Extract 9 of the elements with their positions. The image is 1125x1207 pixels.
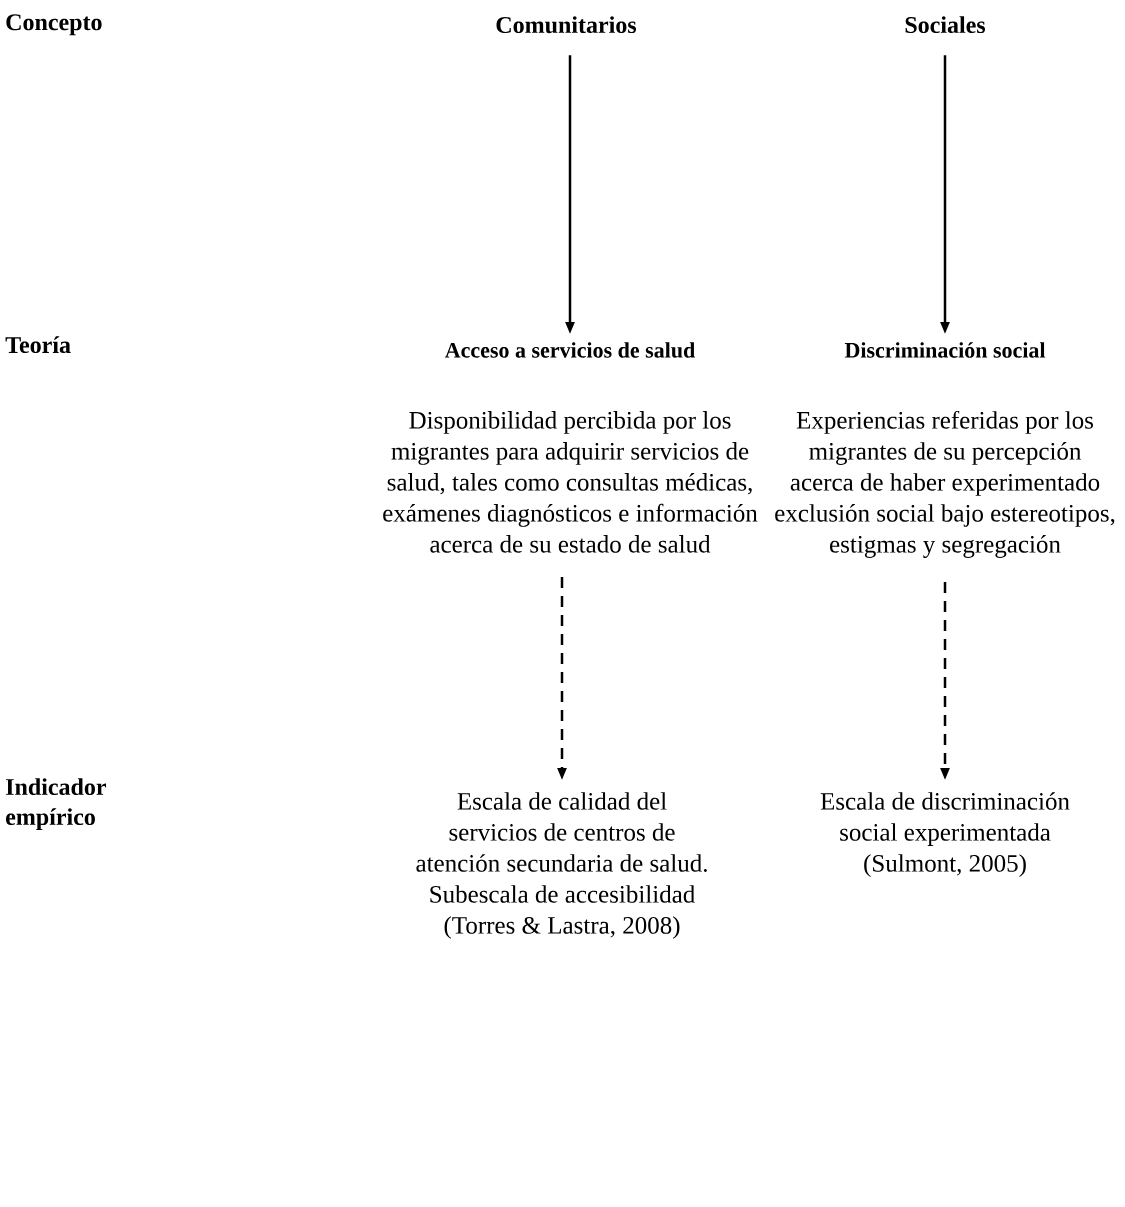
column-heading: Comunitarios [496,16,637,34]
indicator-text: Escala de discriminación social experimentada (Sulmont, 2005) [820,792,1070,877]
concept-text: Acceso a servicios de salud Disponibilidad percibida por los migrantes para adquirir servicios de salud, tales como consultas médicas, exámenes diagnósticos e información acerca de su estado de salud [383,342,758,553]
row-label: Indicador empírico [6,778,107,830]
column-heading: Sociales [905,16,986,34]
concept-text: Discriminación social Experiencias referidas por los migrantes de su percepción acerca de haber experimentado exclusión social bajo estereotipos, estigmas y segregación [775,342,1115,558]
row-label: Teoría [5,336,71,354]
indicator-text: Escala de calidad del servicios de centros de atención secundaria de salud. Subescala de accesibilidad (Torres & Lastra, 2008) [416,792,707,939]
row-label: Concepto [6,14,102,36]
